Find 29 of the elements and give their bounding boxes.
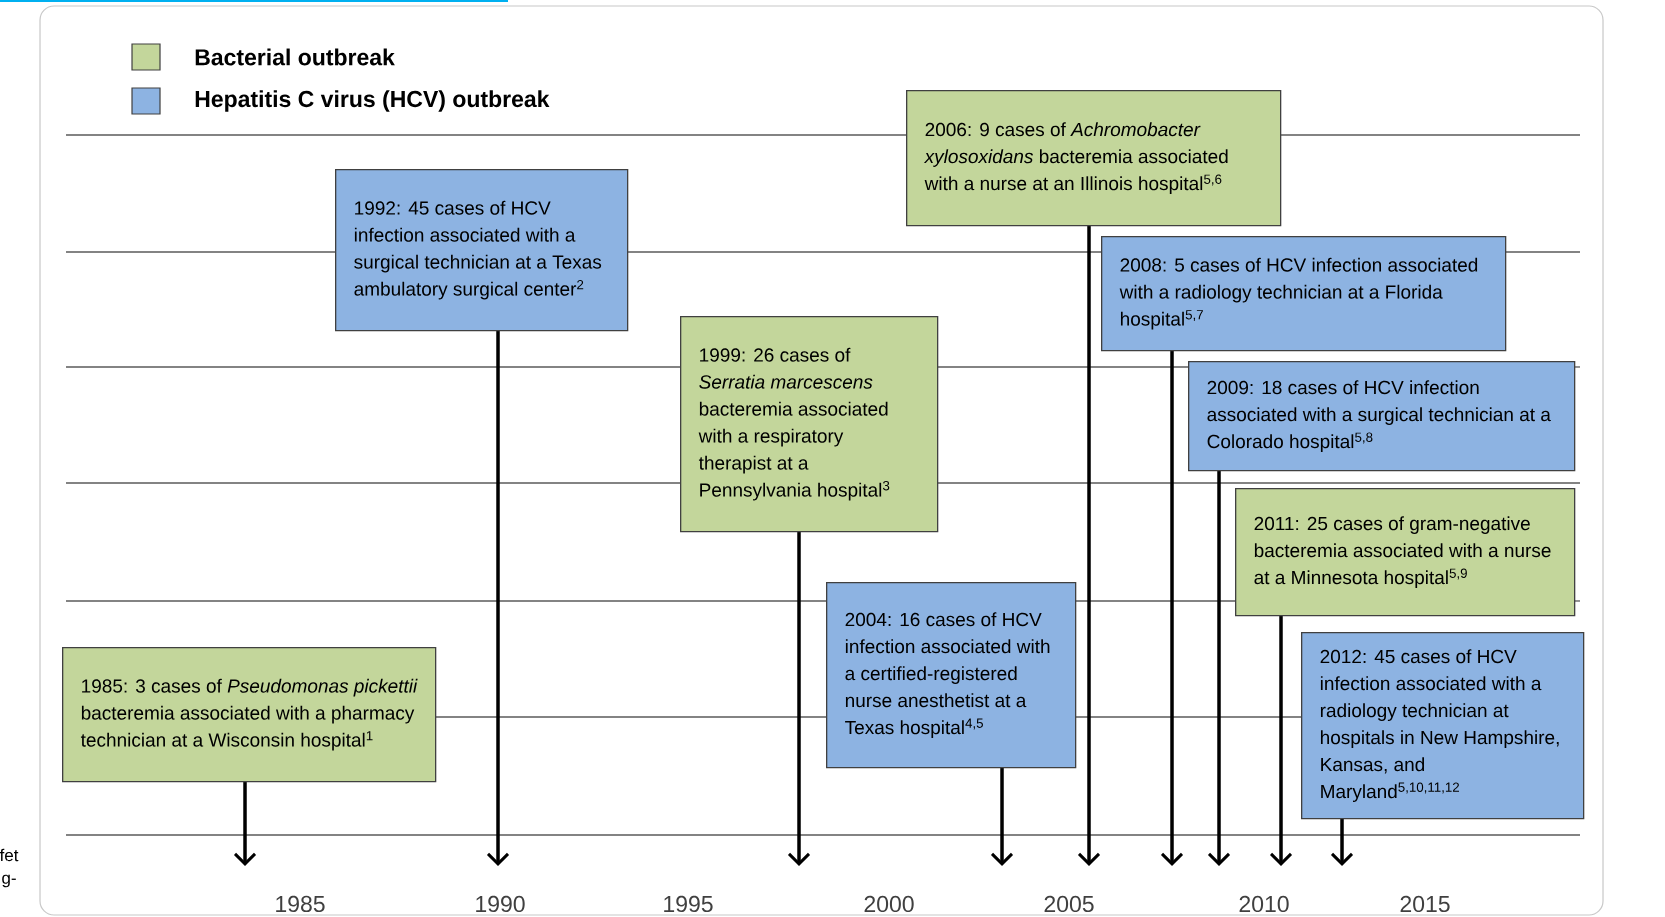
event-box: 2008: 5 cases of HCV infection associated with a radiology technician at a Florida hospital$^{5,7}$	[1101, 236, 1507, 352]
year-label: 2005	[1044, 895, 1094, 913]
fragment-text: fet	[0, 848, 19, 862]
year-label: 2000	[864, 895, 914, 913]
year-label: 1990	[476, 895, 525, 913]
event-box: 1992: 45 cases of HCV infection associated with a surgical technician at a Texas ambulatory surgical center$^{2}$	[335, 169, 629, 332]
year-label: 2010	[1239, 895, 1289, 913]
event-box: 2009: 18 cases of HCV infection associated with a surgical technician at a Colorado hospital$^{5,8}$	[1188, 361, 1576, 472]
event-box: 2006: 9 cases of Achromobacter xylosoxidans bacteremia associated with a nurse at an Illinois hospital$^{5,6}$	[906, 89, 1282, 227]
arrow	[233, 781, 257, 866]
arrow	[1207, 470, 1231, 866]
arrow	[1269, 615, 1293, 866]
legend-label: Hepatitis C virus (HCV) outbreak	[195, 90, 550, 112]
event-box: 1985: 3 cases of Pseudomonas pickettii bacteremia associated with a pharmacy technician at a Wisconsin hospital$^{1}$	[62, 647, 437, 783]
arrow	[486, 330, 510, 866]
event-box: 2012: 45 cases of HCV infection associated with a radiology technician at hospitals in New Hampshire, Kansas, and Maryland$^{5,10,11,12}$	[1301, 632, 1585, 820]
year-label: 1995	[664, 895, 713, 913]
legend-label: Bacterial outbreak	[195, 48, 395, 66]
arrow	[990, 767, 1014, 866]
event-box: 1999: 26 cases of Serratia marcescens bacteremia associated with a respiratory therapist at a Pennsylvania hospital$^{3}$	[680, 316, 939, 533]
year-label: 2015	[1400, 895, 1450, 913]
fragment-text: g-	[2, 874, 16, 888]
arrow	[787, 531, 811, 866]
arrow	[1077, 225, 1101, 866]
event-box: 2004: 16 cases of HCV infection associated with a certified-registered nurse anesthetist at a Texas hospital$^{4,5}$	[826, 582, 1077, 769]
arrow	[1160, 350, 1184, 866]
arrow	[1330, 818, 1354, 866]
event-box: 2011: 25 cases of gram-negative bacteremia associated with a nurse at a Minnesota hospital$^{5,9}$	[1235, 488, 1576, 617]
year-label: 1985	[276, 895, 325, 913]
